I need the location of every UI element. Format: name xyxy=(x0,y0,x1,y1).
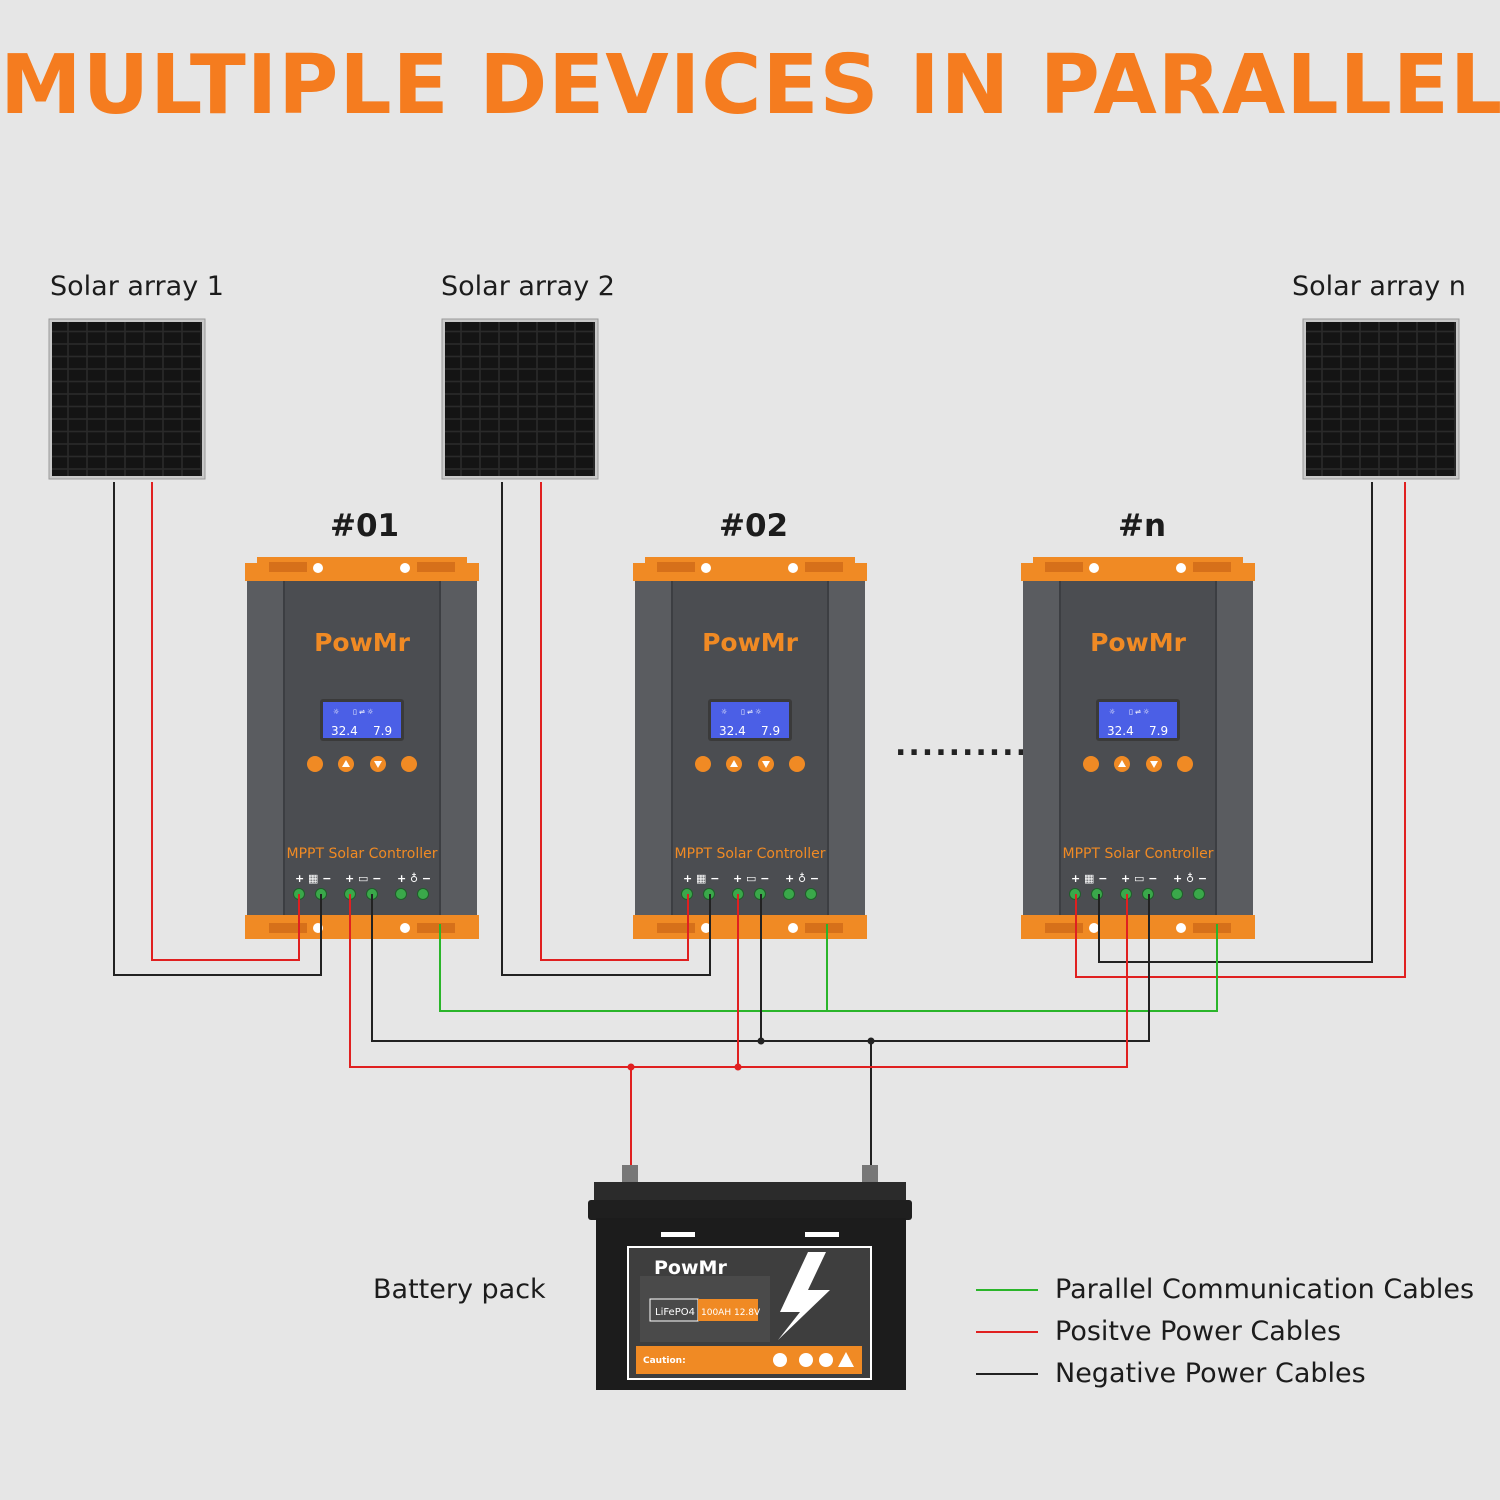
controller-n: PowMr 32.4 7.9 MPPT Solar Controller xyxy=(1020,556,1256,940)
controller-1-brand: PowMr xyxy=(314,628,410,657)
controller-1-number: #01 xyxy=(330,508,400,544)
controller-2-number: #02 xyxy=(719,508,789,544)
controller-2-lcd-left: 32.4 xyxy=(719,724,746,738)
controller-n-lcd-left: 32.4 xyxy=(1107,724,1134,738)
controller-n-number: #n xyxy=(1118,508,1167,544)
controller-2-model: MPPT Solar Controller xyxy=(675,846,826,862)
page-title: MULTIPLE DEVICES IN PARALLEL xyxy=(0,38,1500,133)
solar-array-2-label: Solar array 2 xyxy=(441,271,615,302)
solar-array-n-label: Solar array n xyxy=(1292,271,1466,302)
controller-2-lcd-right: 7.9 xyxy=(761,724,780,738)
controller-1: PowMr 32.4 7.9 MPPT Solar Controller xyxy=(244,556,480,940)
solar-panel-2 xyxy=(441,318,599,480)
controller-2: PowMr 32.4 7.9 MPPT Solar Controller xyxy=(632,556,868,940)
controller-n-lcd-right: 7.9 xyxy=(1149,724,1168,738)
junction-dots xyxy=(627,1037,875,1071)
controller-n-model: MPPT Solar Controller xyxy=(1063,846,1214,862)
battery-caution: Caution: xyxy=(643,1356,686,1366)
controller-1-model: MPPT Solar Controller xyxy=(287,846,438,862)
battery-chemistry: LiFePO4 xyxy=(655,1307,695,1318)
solar-panel-n xyxy=(1302,318,1460,480)
solar-panel-1 xyxy=(48,318,206,480)
legend xyxy=(976,1289,1038,1375)
solar-array-1-label: Solar array 1 xyxy=(50,271,224,302)
controller-2-brand: PowMr xyxy=(702,628,798,657)
controller-1-lcd-left: 32.4 xyxy=(331,724,358,738)
battery-brand: PowMr xyxy=(654,1257,727,1279)
battery-pack-label: Battery pack xyxy=(373,1274,546,1305)
controller-n-brand: PowMr xyxy=(1090,628,1186,657)
battery-spec: 100AH 12.8V xyxy=(701,1308,761,1318)
controller-1-lcd-right: 7.9 xyxy=(373,724,392,738)
legend-positive-label: Positve Power Cables xyxy=(1055,1316,1342,1347)
battery-pack: PowMr LiFePO4 100AH 12.8V Caution: xyxy=(588,1165,912,1390)
ellipsis: ........... xyxy=(895,728,1043,763)
legend-negative-label: Negative Power Cables xyxy=(1055,1358,1366,1389)
legend-comm-label: Parallel Communication Cables xyxy=(1055,1274,1475,1305)
